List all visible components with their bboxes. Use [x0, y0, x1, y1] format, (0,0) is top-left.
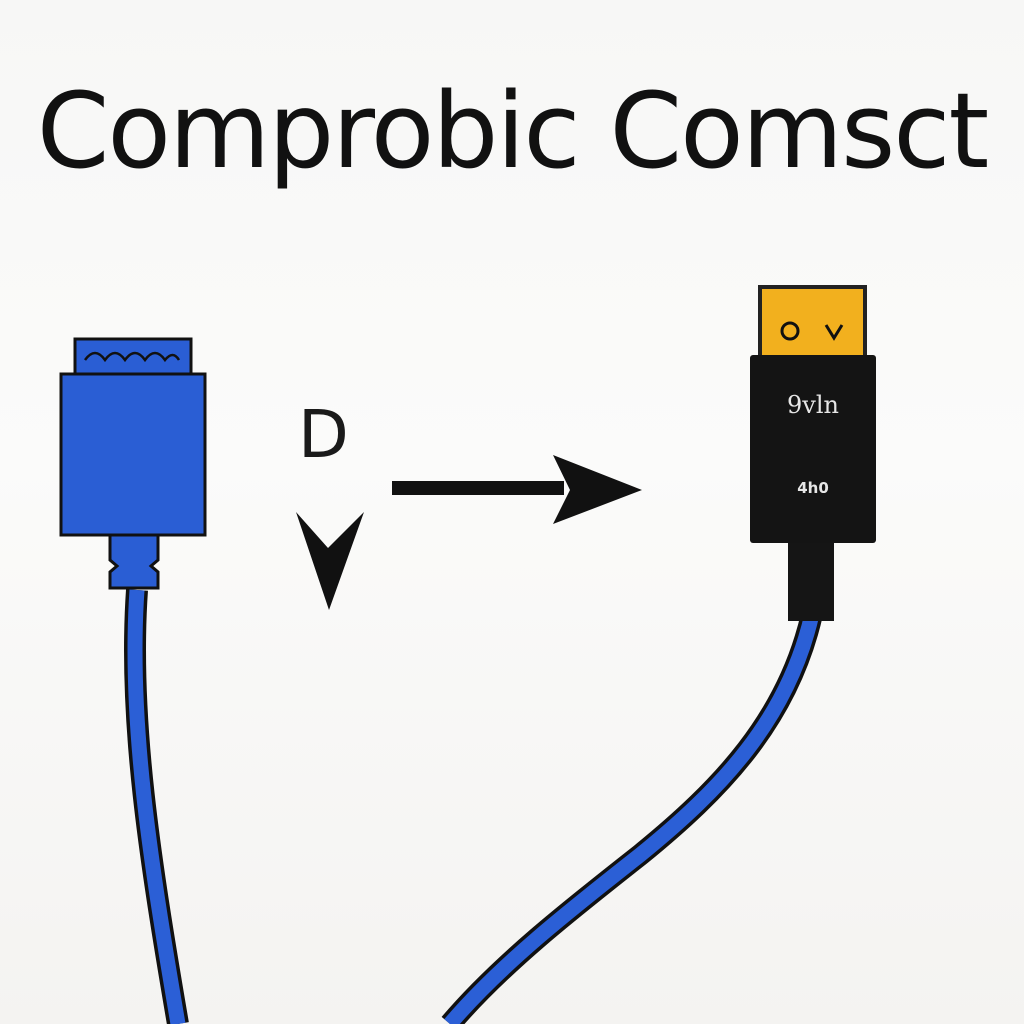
left-cable	[127, 589, 186, 1024]
left-connector	[59, 337, 207, 590]
plug-label-bottom: 4h0	[797, 479, 829, 497]
left-connector-tip	[73, 337, 193, 381]
right-plug-neck	[788, 543, 834, 621]
left-connector-strain-relief	[108, 533, 160, 590]
diagram-title: Comprobic Comsct	[36, 70, 990, 192]
down-arrow	[296, 512, 364, 610]
left-connector-tip-detail	[83, 351, 181, 363]
right-cable	[444, 612, 820, 1024]
right-plug-gold-tip	[758, 285, 867, 359]
right-connector	[750, 285, 876, 621]
right-plug-chevron-mark	[824, 324, 844, 341]
right-arrow	[392, 455, 642, 524]
plug-label-top: 9vln	[787, 391, 839, 419]
right-plug-body	[750, 355, 876, 543]
d-label: D	[298, 396, 349, 473]
left-connector-body	[59, 372, 207, 537]
right-plug-circle-mark	[780, 321, 800, 341]
